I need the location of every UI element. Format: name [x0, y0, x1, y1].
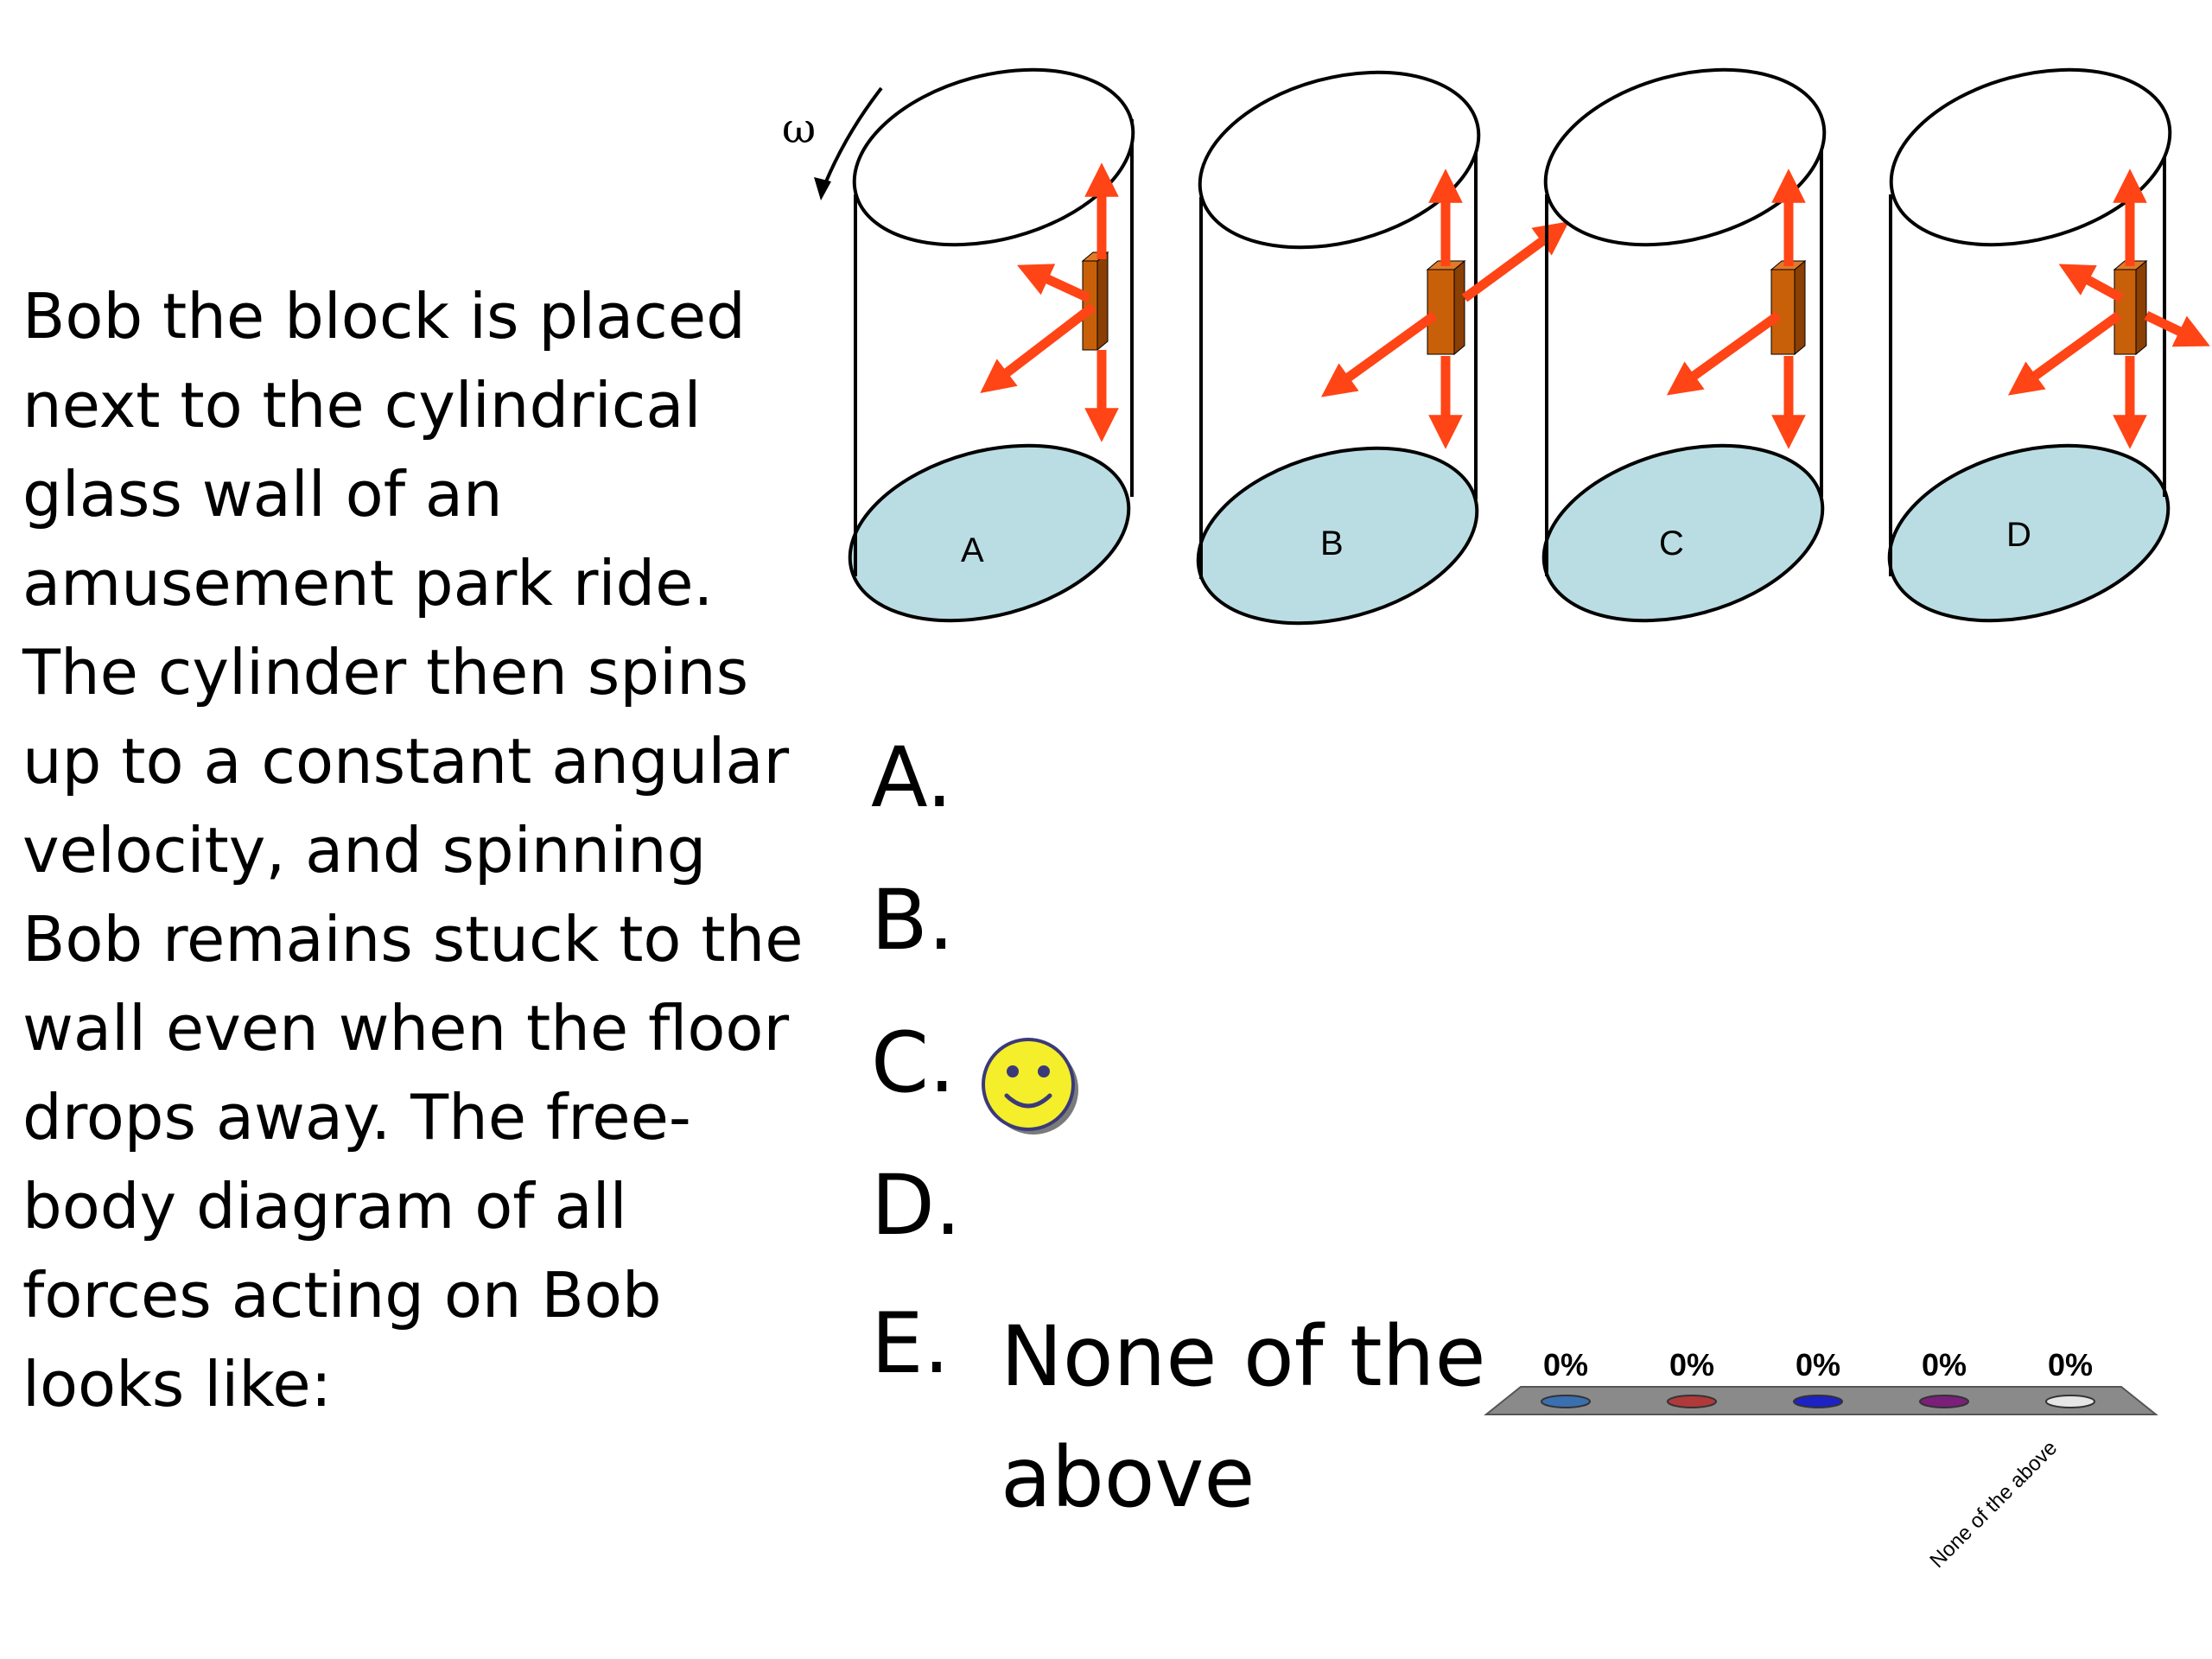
cylinder-c-top: [1543, 67, 1827, 247]
choice-a[interactable]: A.: [871, 730, 1001, 825]
cylinder-b-top: [1198, 70, 1481, 250]
choice-c-letter: C.: [871, 1014, 956, 1111]
omega-label: ω: [782, 105, 816, 153]
cylinder-d-top: [1889, 67, 2172, 247]
chart-bar-1: [1541, 1395, 1591, 1408]
block-d: [2113, 269, 2137, 355]
cylinder-a-top: [852, 67, 1135, 247]
smiley-icon: [982, 1038, 1078, 1135]
cylinder-a-floor: [848, 443, 1131, 623]
choice-b-letter: B.: [871, 872, 955, 969]
chart-bar-4: [1919, 1395, 1969, 1408]
choice-d[interactable]: D.: [871, 1158, 1001, 1253]
cylinder-a-label: A: [961, 531, 984, 569]
cylinder-b-label: B: [1320, 524, 1344, 563]
cylinder-d: D: [1887, 67, 2210, 623]
choice-d-letter: D.: [871, 1157, 962, 1254]
choice-b[interactable]: B.: [871, 873, 1001, 968]
chart-bar-5: [2045, 1395, 2095, 1408]
choice-e-letter: E.: [871, 1295, 950, 1392]
choice-e-text: None of the above: [1001, 1308, 1486, 1526]
cylinder-d-label: D: [2006, 516, 2031, 554]
chart-data-label-5: 0%: [2048, 1347, 2093, 1382]
choice-e[interactable]: E. None of the above: [871, 1295, 1486, 1526]
choice-c[interactable]: C.: [871, 1015, 1001, 1110]
cylinder-b: B: [1196, 70, 1569, 626]
cylinder-c-label: C: [1659, 524, 1684, 563]
choice-a-letter: A.: [871, 729, 953, 826]
chart-bar-2: [1667, 1395, 1717, 1408]
chart-data-label-2: 0%: [1669, 1347, 1714, 1382]
question-text: Bob the block is placed next to the cyli…: [22, 280, 804, 1421]
cylinder-c: C: [1541, 67, 1827, 623]
chart-category-label-5: None of the above: [1925, 1436, 2062, 1573]
chart-bar-3: [1793, 1395, 1843, 1408]
chart-data-label-4: 0%: [1922, 1347, 1967, 1382]
block-b: [1427, 269, 1455, 355]
rotation-indicator: ω: [782, 86, 883, 200]
chart-data-label-1: 0%: [1543, 1347, 1588, 1382]
chart-data-label-3: 0%: [1796, 1347, 1840, 1382]
cylinder-a: A: [848, 67, 1135, 623]
